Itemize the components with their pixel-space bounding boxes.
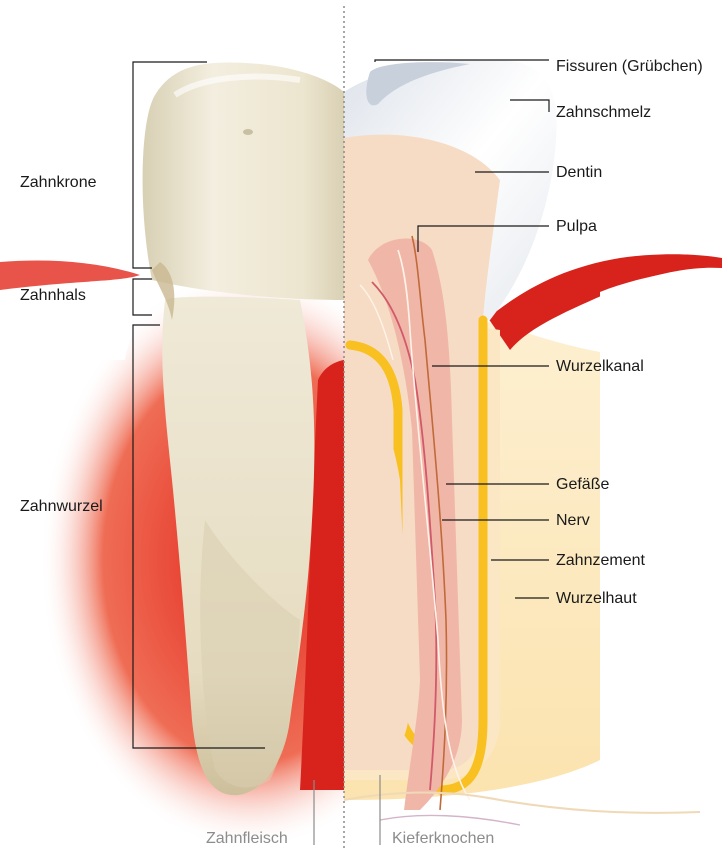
label-fissures: Fissuren (Grübchen) <box>556 58 703 76</box>
tooth-crown <box>143 62 344 300</box>
label-neck: Zahnhals <box>20 287 86 305</box>
label-root-canal: Wurzelkanal <box>556 358 644 376</box>
label-periodontium: Wurzelhaut <box>556 590 637 608</box>
gum-right-surface <box>600 268 722 735</box>
label-vessels: Gefäße <box>556 476 609 494</box>
label-gum: Zahnfleisch <box>206 830 288 848</box>
right-half-schematic <box>344 60 722 825</box>
label-jawbone: Kieferknochen <box>392 830 494 848</box>
label-pulp: Pulpa <box>556 218 597 236</box>
label-cementum: Zahnzement <box>556 552 645 570</box>
label-dentin: Dentin <box>556 164 602 182</box>
label-enamel: Zahnschmelz <box>556 104 651 122</box>
label-nerve: Nerv <box>556 512 590 530</box>
label-crown: Zahnkrone <box>20 174 97 192</box>
label-root: Zahnwurzel <box>20 498 103 516</box>
